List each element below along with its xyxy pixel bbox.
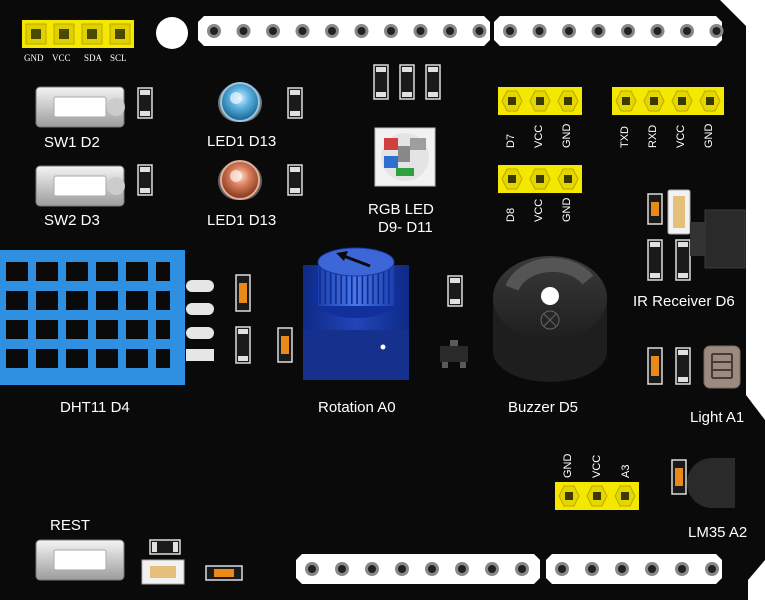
rxd-label: RXD: [647, 124, 659, 148]
rgb-label-line1: RGB LED: [368, 201, 434, 218]
serial-vcc-label: VCC: [675, 124, 687, 148]
led1-bottom-label: LED1 D13: [207, 212, 277, 229]
power-led: [141, 559, 185, 585]
serial-header[interactable]: [612, 87, 724, 115]
d8-label: D8: [505, 207, 517, 222]
d7-header[interactable]: [498, 87, 582, 115]
a3-header[interactable]: [555, 482, 639, 510]
sw2-button[interactable]: [35, 165, 125, 207]
i2c-label-gnd: GND: [24, 53, 44, 63]
buzzer: [493, 256, 607, 382]
d8-gnd-label: GND: [561, 197, 573, 222]
light-sensor: [703, 345, 741, 389]
dht11-label: DHT11 D4: [60, 399, 130, 416]
top-header-right[interactable]: [494, 16, 722, 46]
reset-label: REST: [50, 517, 91, 534]
rotation-label: Rotation A0: [318, 399, 396, 416]
a3-vcc-label: VCC: [591, 454, 603, 478]
light-label: Light A1: [690, 409, 745, 426]
ir-receiver-label: IR Receiver D6: [633, 293, 735, 310]
bottom-header-right[interactable]: [546, 554, 722, 584]
lm35-sensor: [687, 458, 735, 508]
ir-receiver: [667, 189, 746, 269]
top-header-left[interactable]: [198, 16, 490, 46]
dht11-sensor: [0, 250, 214, 385]
i2c-label-sda: SDA: [84, 53, 103, 63]
mounting-hole: [156, 17, 188, 49]
a3-gnd-label: GND: [562, 453, 574, 478]
led1-top-label: LED1 D13: [207, 133, 277, 150]
d8-vcc-label: VCC: [533, 198, 545, 222]
smd-capacitors: [205, 193, 687, 581]
d8-header[interactable]: [498, 165, 582, 193]
d7-vcc-label: VCC: [533, 124, 545, 148]
sw1-button[interactable]: [35, 86, 125, 128]
led1-blue: [218, 82, 262, 122]
sw1-label: SW1 D2: [44, 134, 100, 151]
i2c-header[interactable]: [22, 20, 134, 48]
smd-resistors: [137, 64, 691, 555]
d7-gnd-label: GND: [561, 123, 573, 148]
buzzer-label: Buzzer D5: [508, 399, 579, 416]
reset-button[interactable]: [35, 539, 125, 581]
a3-label: A3: [620, 464, 632, 478]
lm35-label: LM35 A2: [688, 524, 748, 541]
rgb-label-line2: D9- D11: [378, 219, 433, 236]
rgb-led: [374, 127, 436, 187]
transistor: [440, 340, 468, 368]
bottom-header-left[interactable]: [296, 554, 540, 584]
rotation-potentiometer[interactable]: [303, 247, 409, 380]
arrow-icon: [336, 251, 371, 268]
led1-red: [218, 160, 262, 200]
serial-gnd-label: GND: [703, 123, 715, 148]
sw2-label: SW2 D3: [44, 212, 100, 229]
i2c-label-scl: SCL: [110, 53, 127, 63]
d7-label: D7: [505, 133, 517, 148]
i2c-label-vcc: VCC: [52, 53, 71, 63]
txd-label: TXD: [619, 126, 631, 148]
